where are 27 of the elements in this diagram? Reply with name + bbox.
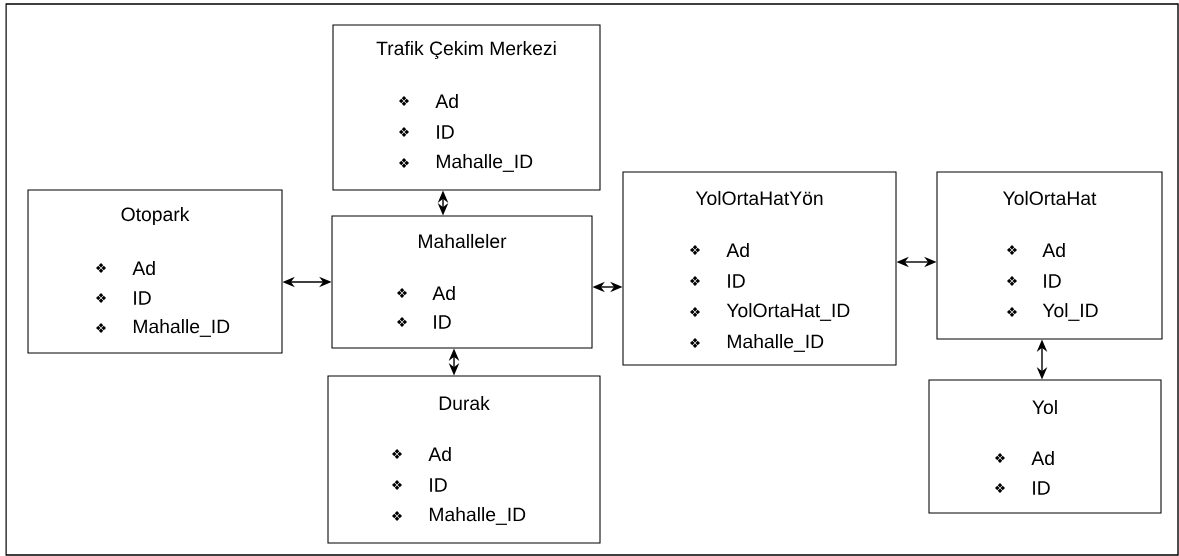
attribute-text: Yol_ID (1042, 303, 1098, 321)
attribute-text: Ad (432, 285, 455, 301)
attribute-text: Ad (428, 446, 451, 462)
attribute-text: Ad (1031, 450, 1054, 466)
attribute-text: Ad (1042, 242, 1065, 258)
attribute-text: Ad (132, 260, 155, 276)
attribute-text: ID (1044, 274, 1061, 288)
attribute-text: Mahalle_ID (436, 154, 533, 172)
attribute-text: Mahalle_ID (133, 319, 230, 337)
entity-box: Durak Ad ID Mahalle_ID (327, 375, 601, 544)
attribute-text: ID (1033, 481, 1050, 495)
entity-box: YolOrtaHatYön Ad ID YolOrtaHat_ID Mahalle_ID (622, 171, 897, 366)
entity-box: Trafik Çekim Merkezi Ad ID Mahalle_ID (332, 24, 601, 191)
entity-box: YolOrtaHat Ad ID Yol_ID (936, 171, 1163, 340)
attribute-text: Ad (726, 242, 749, 258)
attribute-text: ID (134, 291, 151, 305)
entity-box: Yol Ad ID (928, 379, 1162, 514)
attribute-text: YolOrtaHat_ID (726, 303, 850, 321)
attribute-text: Mahalle_ID (429, 507, 526, 525)
entity-box: Otopark Ad ID Mahalle_ID (27, 189, 283, 354)
attribute-text: Ad (435, 93, 458, 109)
attribute-text: Mahalle_ID (727, 334, 824, 352)
attribute-text: ID (434, 315, 451, 329)
attribute-text: ID (437, 125, 454, 139)
attribute-text: ID (728, 274, 745, 288)
entity-box: Mahalleler Ad ID (331, 215, 593, 349)
attribute-text: ID (430, 478, 447, 492)
